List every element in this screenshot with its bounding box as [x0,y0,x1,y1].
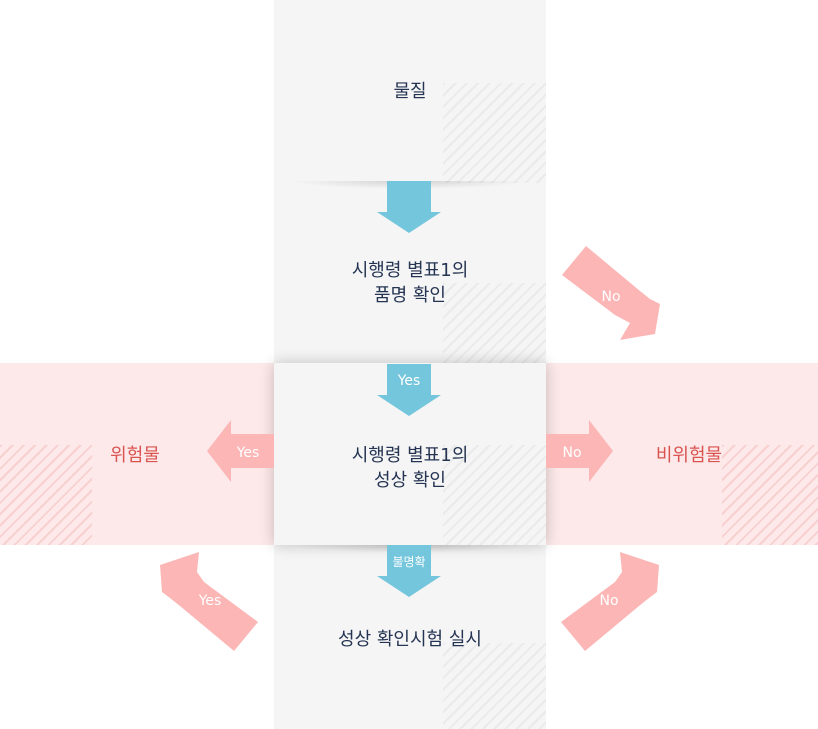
node-check-name: 시행령 별표1의 품명 확인 [274,258,546,308]
hatch-pattern [0,445,92,545]
name-check-section [274,183,546,363]
arrow-label-yes: Yes [236,445,260,461]
node-non-hazardous: 비위험물 [655,445,723,466]
arrow-label-no: No [562,445,581,461]
hatch-pattern [443,643,546,729]
node-check-name-line2: 품명 확인 [374,285,446,306]
hatch-pattern [722,445,818,545]
node-check-state: 시행령 별표1의 성상 확인 [274,443,546,493]
arrow-label-unclear: 불명확 [392,555,425,569]
arrow-down-unclear: 불명확 [377,545,441,597]
hatch-pattern [443,83,546,183]
hatch-pattern [443,283,546,363]
arrow-label-no: No [599,593,618,609]
arrow-left-yes: Yes [207,420,274,482]
arrow-diagonal-test-no: No [561,552,659,651]
arrow-diagonal-test-yes: Yes [160,552,258,651]
node-state-test: 성상 확인시험 실시 [338,629,482,650]
hatch-pattern [443,445,546,545]
node-check-state-line1: 시행령 별표1의 [351,445,469,466]
node-check-state-line2: 성상 확인 [374,470,446,491]
arrow-label-yes: Yes [397,373,421,389]
node-hazardous: 위험물 [110,445,160,466]
node-check-name-line1: 시행령 별표1의 [351,260,469,281]
arrow-right-no: No [546,420,613,482]
arrow-label-yes: Yes [198,593,222,609]
arrow-label-no: No [601,289,620,305]
arrow-down-yes: Yes [377,364,441,416]
material-section [274,0,546,183]
node-material: 물질 [393,81,427,102]
arrow-diagonal-name-no: No [562,246,660,340]
arrow-down-material [377,181,441,233]
